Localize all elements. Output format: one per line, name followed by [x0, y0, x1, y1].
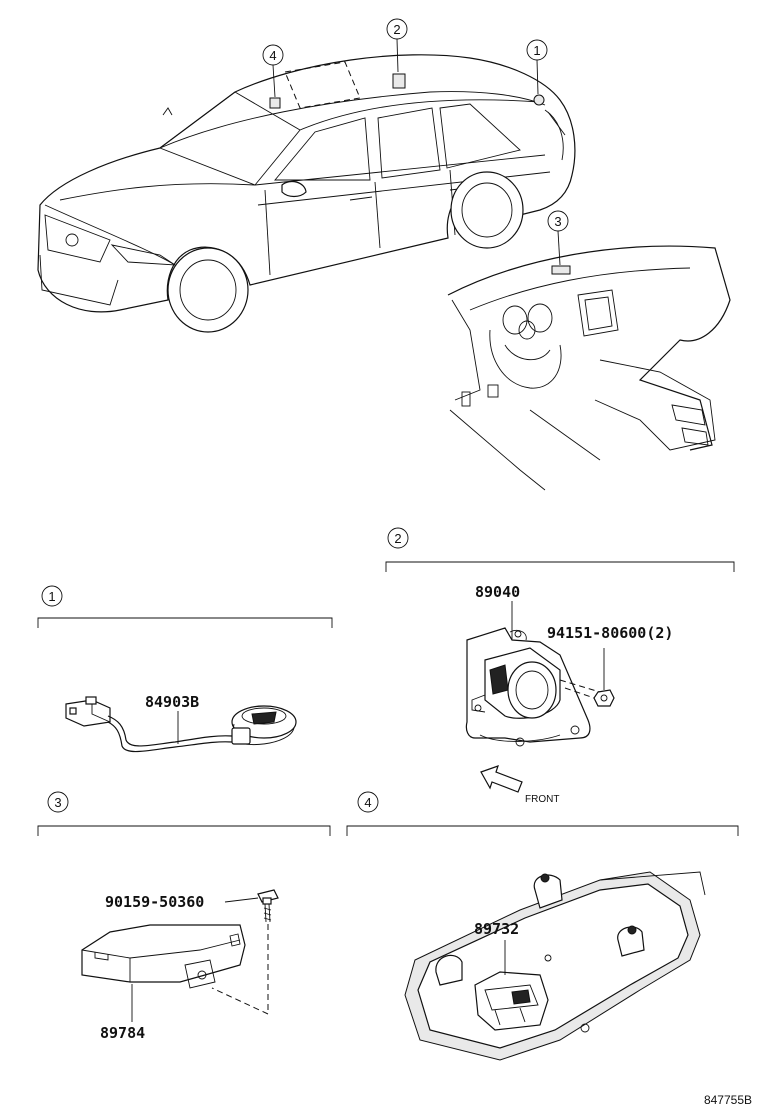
label-89784: 89784	[100, 1024, 145, 1042]
svg-text:4: 4	[269, 48, 276, 63]
section-3: 3 90159-50360 89784	[37, 791, 331, 1042]
overhead-console	[404, 871, 706, 1061]
section-2: 2 94151-80600(2) 89040	[385, 527, 735, 805]
svg-text:4: 4	[364, 795, 371, 810]
label-89732: 89732	[474, 920, 519, 938]
label-90159-50360: 90159-50360	[105, 893, 204, 911]
sensor-module	[81, 924, 246, 989]
svg-text:1: 1	[533, 43, 540, 58]
front-arrow-icon	[480, 765, 523, 793]
svg-text:1: 1	[48, 589, 55, 604]
nut	[593, 689, 615, 707]
label-84903B: 84903B	[145, 693, 199, 711]
svg-text:2: 2	[394, 531, 401, 546]
dashboard-illustration	[447, 245, 731, 491]
overview-callout-4: 4	[262, 44, 284, 98]
label-89040: 89040	[475, 583, 520, 601]
section-1: 1 84903B	[37, 585, 333, 753]
svg-text:2: 2	[393, 22, 400, 37]
label-94151-80600: 94151-80600(2)	[547, 624, 673, 642]
overview-callout-1: 1	[526, 39, 548, 95]
sensor-connector	[65, 696, 111, 727]
svg-text:3: 3	[554, 214, 561, 229]
sensor-disk	[231, 705, 297, 746]
overview-callout-3: 3	[547, 210, 569, 266]
bolt	[257, 889, 279, 923]
car-illustration	[37, 54, 576, 333]
section-4: 4 89732	[346, 791, 739, 1061]
sensor-body	[471, 647, 561, 719]
diagram-reference: 847755B	[704, 1093, 752, 1107]
front-label: FRONT	[525, 794, 559, 805]
svg-text:3: 3	[54, 795, 61, 810]
overview-callout-2: 2	[386, 18, 408, 73]
